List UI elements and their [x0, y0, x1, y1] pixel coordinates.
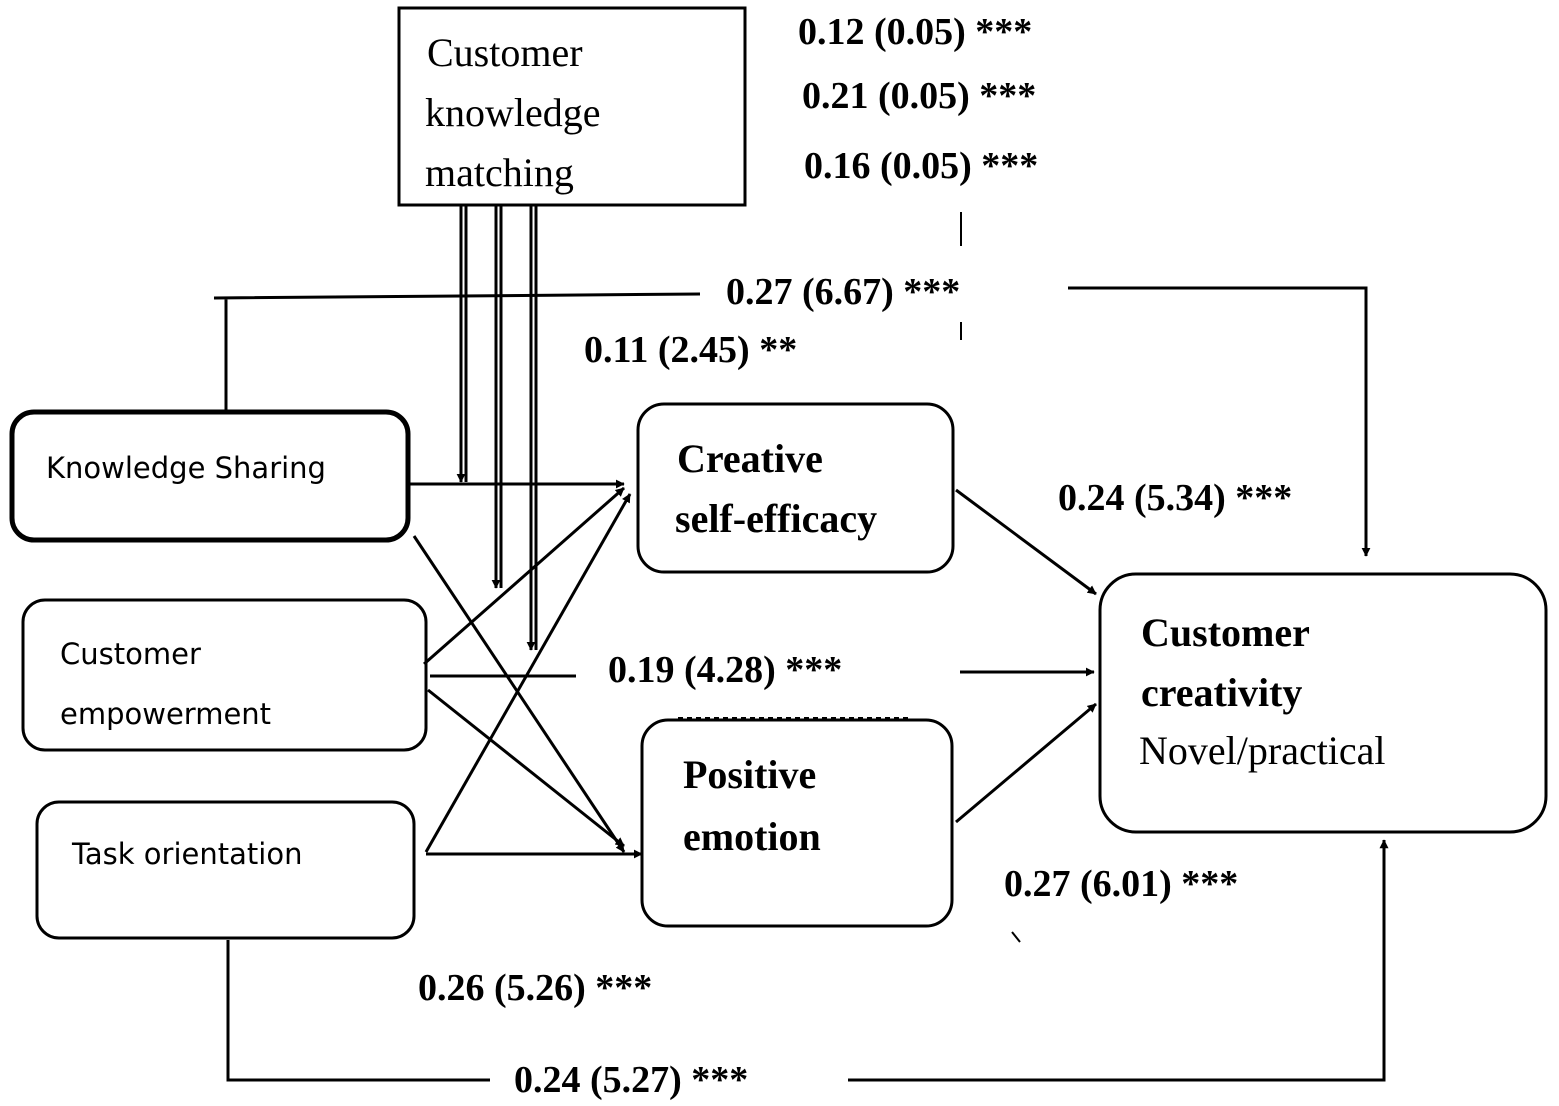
moderator-label-line-1: Customer [427, 30, 583, 75]
coef-moderation-2: 0.21 (0.05) *** [802, 75, 1036, 117]
coef-task-to-creativity: 0.24 (5.27) *** [514, 1059, 748, 1101]
emotion-to-creativity-arrow [955, 702, 1097, 824]
node-customer-empowerment: Customer empowerment [21, 598, 428, 752]
creative-self-efficacy-label-line-2: self-efficacy [675, 496, 877, 541]
creative-self-efficacy-label-line-1: Creative [677, 436, 823, 481]
positive-emotion-label-line-2: emotion [683, 814, 821, 859]
coef-task-to-emotion: 0.26 (5.26) *** [418, 967, 652, 1009]
node-moderator: Customer knowledge matching [397, 6, 747, 207]
customer-empowerment-label-line-2: empowerment [60, 697, 271, 731]
node-task-orientation: Task orientation [35, 800, 416, 940]
coef-moderation-3: 0.16 (0.05) *** [804, 145, 1038, 187]
moderator-label-line-3: matching [425, 150, 574, 195]
task-orientation-label: Task orientation [71, 837, 302, 871]
node-knowledge-sharing: Knowledge Sharing [9, 409, 411, 543]
knowledge-sharing-label: Knowledge Sharing [46, 451, 326, 485]
empowerment-to-efficacy-arrow [423, 486, 625, 666]
customer-creativity-label-line-3: Novel/practical [1139, 728, 1386, 773]
coef-efficacy-to-creativity: 0.24 (5.34) *** [1058, 477, 1292, 519]
coef-ks-to-creativity: 0.27 (6.67) *** [726, 271, 960, 313]
positive-emotion-label-line-1: Positive [683, 752, 816, 797]
task-to-creativity-path-left [226, 940, 490, 1082]
customer-creativity-label-line-1: Customer [1141, 610, 1310, 655]
task-to-efficacy-arrow [424, 493, 632, 853]
ks-to-creativity-path-left [213, 292, 701, 410]
ks-to-emotion-arrow [412, 535, 626, 853]
stray-tick-mark [1011, 931, 1021, 943]
ks-to-creativity-path-right [1068, 286, 1371, 557]
node-customer-creativity: Customer creativity Novel/practical [1098, 572, 1548, 834]
coef-empowerment-to-creativity: 0.19 (4.28) *** [608, 649, 842, 691]
task-to-creativity-arrow [848, 839, 1389, 1082]
coef-emotion-to-creativity: 0.27 (6.01) *** [1004, 863, 1238, 905]
coef-moderation-1: 0.12 (0.05) *** [798, 11, 1032, 53]
coef-ks-to-efficacy: 0.11 (2.45) ** [584, 329, 797, 371]
empowerment-to-emotion-arrow [427, 688, 625, 848]
customer-empowerment-label-line-1: Customer [60, 637, 201, 671]
node-positive-emotion: Positive emotion [640, 717, 954, 928]
customer-creativity-label-line-2: creativity [1141, 670, 1302, 715]
moderator-label-line-2: knowledge [425, 90, 601, 135]
node-creative-self-efficacy: Creative self-efficacy [636, 402, 955, 574]
efficacy-to-creativity-arrow [955, 488, 1097, 596]
